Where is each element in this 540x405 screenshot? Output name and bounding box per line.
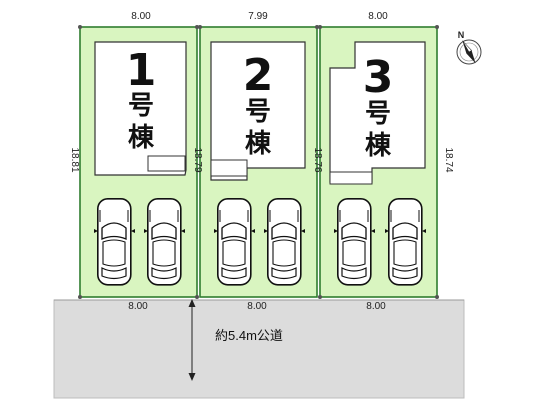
- lot-2-left-depth: 18.79: [192, 147, 203, 172]
- lot-1-building: [94, 41, 187, 176]
- car-3a: [333, 198, 376, 286]
- lot-3: 3 号 棟: [319, 26, 438, 298]
- lot-2-porch: [210, 159, 248, 177]
- car-2b: [263, 198, 306, 286]
- lot-3-name-line1: 号: [365, 99, 391, 129]
- dimension-arrow-top: [188, 299, 196, 307]
- north-arrow-icon: N: [456, 30, 482, 65]
- boundary-markers: [78, 25, 439, 299]
- road: [53, 299, 465, 399]
- lot-3-name-line2: 棟: [365, 131, 392, 161]
- lot-2-name-line1: 号: [245, 97, 271, 127]
- lot-3-bottom-width: 8.00: [366, 301, 386, 312]
- car-2a: [213, 198, 256, 286]
- lot-1-name-line1: 号: [128, 91, 154, 121]
- dimension-arrow-bottom: [188, 373, 196, 381]
- lot-1-bottom-width: 8.00: [128, 301, 148, 312]
- lot-1: 1 号 棟: [79, 26, 198, 298]
- car-1b: [143, 198, 186, 286]
- lot-3-number: 3: [363, 52, 394, 103]
- lot-3-porch: [329, 171, 373, 185]
- lot-3-right-depth: 18.74: [443, 147, 454, 172]
- lot-2-bottom-width: 8.00: [247, 301, 267, 312]
- car-3b: [384, 198, 427, 286]
- lot-3-top-width: 8.00: [368, 11, 388, 22]
- car-1a: [93, 198, 136, 286]
- lot-2: 2 号 棟: [199, 26, 318, 298]
- lot-3-left-depth: 18.76: [312, 147, 323, 172]
- lot-2-name-line2: 棟: [245, 129, 272, 159]
- compass-north-letter: N: [458, 30, 465, 40]
- road-label: 約5.4m公道: [215, 328, 283, 343]
- lot-2-number: 2: [243, 50, 274, 101]
- lot-1-left-depth: 18.81: [69, 147, 80, 172]
- lot-1-porch: [147, 155, 186, 172]
- lot-1-name-line2: 棟: [128, 123, 155, 153]
- lot-2-top-width: 7.99: [248, 11, 268, 22]
- lot-1-number: 1: [126, 45, 157, 96]
- lot-1-top-width: 8.00: [131, 11, 151, 22]
